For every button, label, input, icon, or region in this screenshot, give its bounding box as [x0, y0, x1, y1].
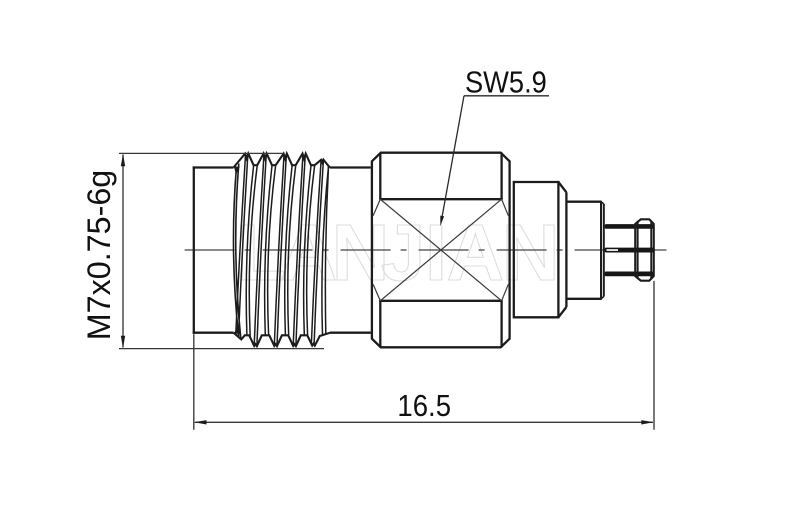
- svg-text:J: J: [381, 208, 426, 297]
- svg-text:A: A: [447, 208, 505, 297]
- svg-text:I: I: [425, 208, 447, 297]
- svg-text:SW5.9: SW5.9: [465, 66, 547, 100]
- svg-text:N: N: [502, 208, 560, 297]
- svg-text:M7x0.75-6g: M7x0.75-6g: [81, 170, 117, 341]
- svg-text:16.5: 16.5: [397, 390, 451, 423]
- svg-text:N: N: [332, 208, 390, 297]
